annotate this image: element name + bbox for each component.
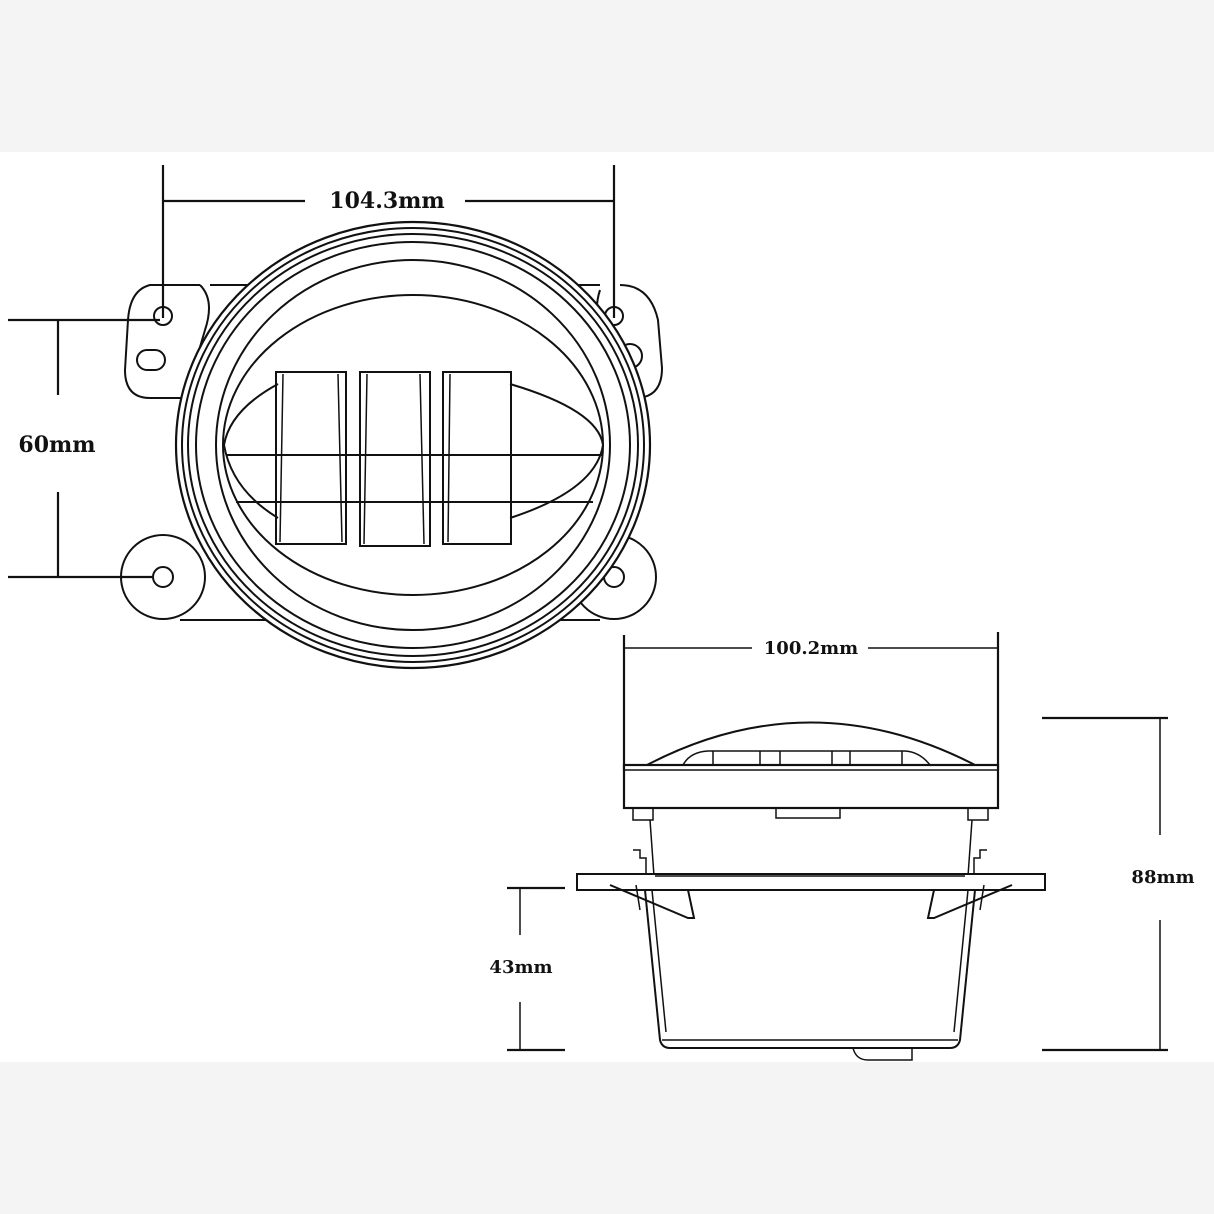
depth-dimension-label: 88mm xyxy=(1131,867,1194,888)
bolt xyxy=(967,807,989,821)
side-width-dimension-label: 100.2mm xyxy=(764,638,858,659)
bolt xyxy=(632,807,654,821)
mount-slot xyxy=(136,349,166,371)
dimension-height: 60mm xyxy=(8,318,160,579)
dimension-depth: 88mm xyxy=(1042,716,1195,1052)
side-view: 100.2mm xyxy=(489,632,1195,1061)
mount-depth-dimension-label: 43mm xyxy=(489,957,552,978)
spring-clip xyxy=(926,884,1013,919)
front-view: 104.3mm 60mm xyxy=(8,165,664,670)
height-dimension-label: 60mm xyxy=(18,432,95,458)
led-module xyxy=(359,371,431,547)
dimension-mount-depth: 43mm xyxy=(489,886,565,1052)
spring-clip xyxy=(609,884,696,919)
lens-cap xyxy=(622,721,1000,821)
mount-hole xyxy=(152,566,174,588)
dimension-side-width: 100.2mm xyxy=(622,632,1000,770)
housing-body xyxy=(576,819,1046,1061)
lamp-housing-rings xyxy=(174,220,652,670)
connector-tab xyxy=(852,1047,913,1061)
led-module xyxy=(442,371,512,545)
drawing-canvas xyxy=(0,152,1214,1062)
mounting-flange xyxy=(576,873,1046,891)
dimension-width: 104.3mm xyxy=(161,165,616,318)
width-dimension-label: 104.3mm xyxy=(329,188,444,214)
led-lens xyxy=(222,371,605,547)
led-module xyxy=(275,371,347,545)
